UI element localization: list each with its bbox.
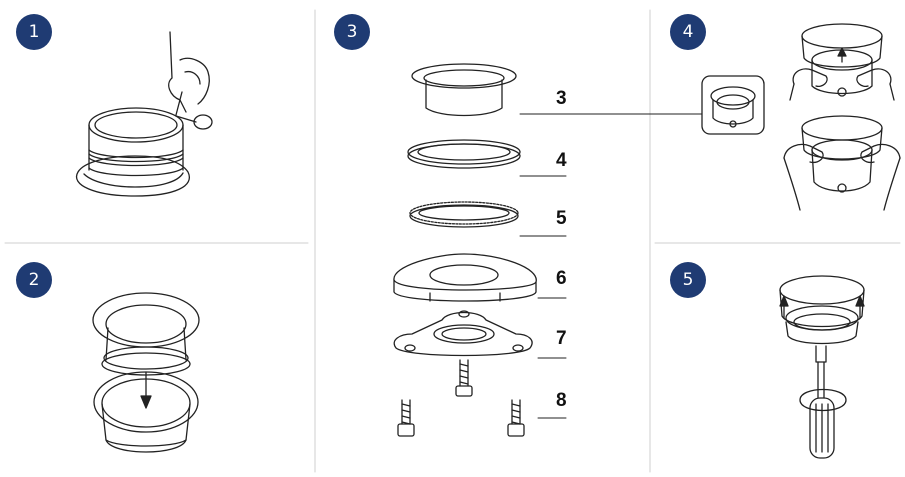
step-badge-2: 2: [16, 262, 52, 298]
part-number-7: 7: [556, 328, 567, 349]
hands-attaching-disposer-icon: [701, 23, 901, 211]
part-number-3: 3: [556, 88, 567, 109]
screwdriver-tightening-icon: [779, 275, 865, 459]
hand-applying-sealant-icon: [75, 31, 213, 197]
part-number-4: 4: [556, 150, 567, 171]
step-badge-5: 5: [670, 262, 706, 298]
step-badge-1: 1: [16, 14, 52, 50]
part-number-6: 6: [556, 268, 567, 289]
step-badge-4: 4: [670, 14, 706, 50]
step-badge-3: 3: [334, 14, 370, 50]
part-number-5: 5: [556, 208, 567, 229]
part-number-8: 8: [556, 390, 567, 411]
panel-dividers: [4, 9, 901, 473]
exploded-mount-assembly-icon: [393, 63, 703, 437]
flange-insert-arrow-icon: [92, 292, 200, 453]
